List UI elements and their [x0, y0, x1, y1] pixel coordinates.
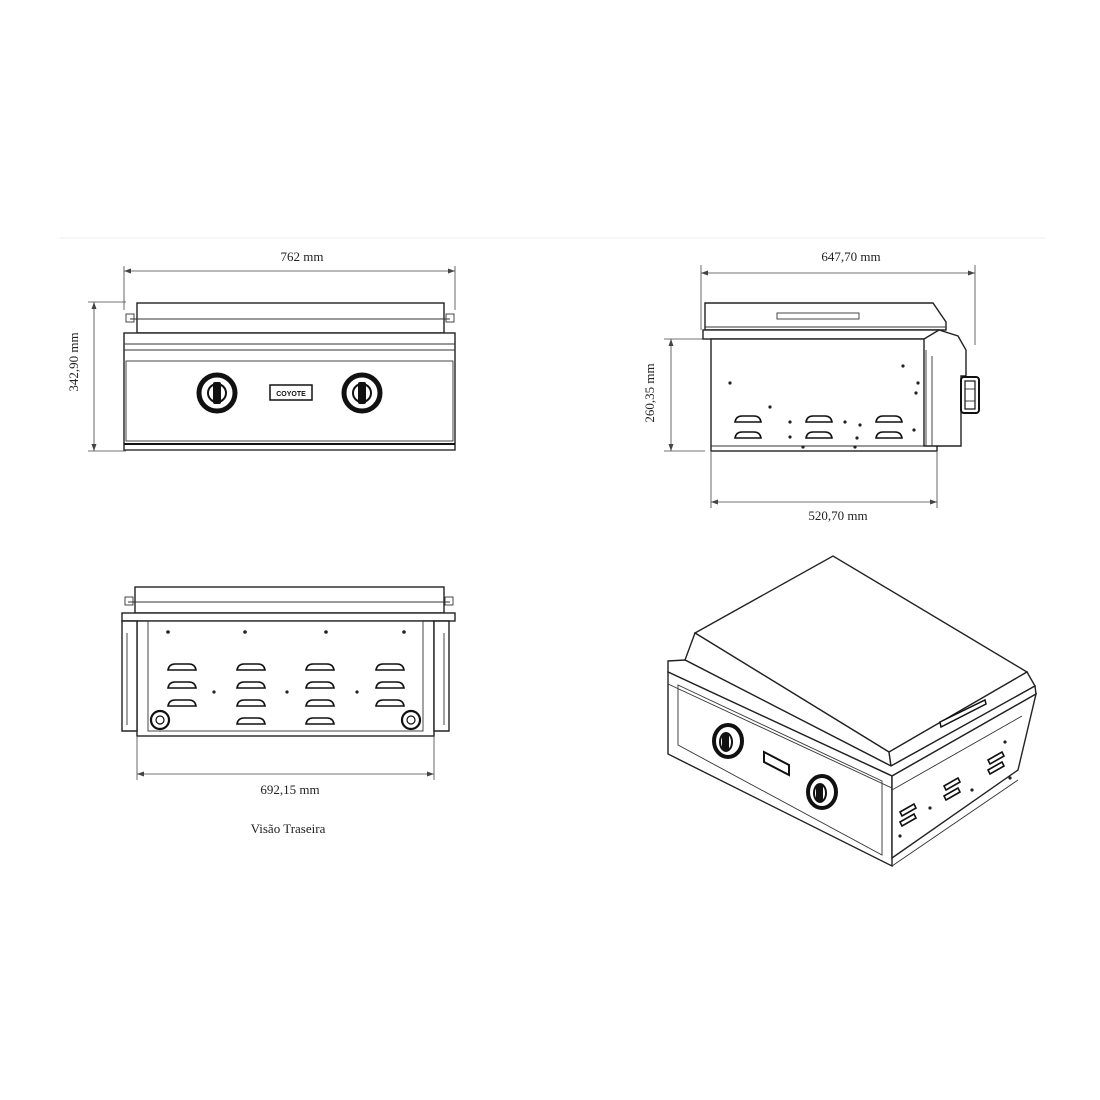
side-depth-top-label: 647,70 mm — [821, 249, 880, 264]
rear-left-connector — [149, 709, 171, 731]
side-rivets — [728, 364, 920, 449]
iso-right-knob — [806, 774, 838, 810]
rear-width-label: 692,15 mm — [260, 782, 319, 797]
side-vents — [734, 415, 903, 439]
front-height-dimension: 342,90 mm — [66, 301, 126, 452]
rear-view: 692,15 mm Visão Traseira — [121, 586, 456, 836]
side-view: 647,70 mm 260,35 mm 520,70 mm — [642, 249, 980, 523]
side-height-label: 260,35 mm — [642, 363, 657, 422]
front-width-dimension: 762 mm — [123, 249, 456, 310]
front-right-knob — [341, 372, 383, 414]
side-lid — [704, 302, 947, 331]
iso-left-knob — [712, 723, 744, 759]
side-depth-bottom-label: 520,70 mm — [808, 508, 867, 523]
front-lid — [136, 302, 445, 334]
iso-side-vents — [898, 740, 1012, 838]
isometric-view — [667, 555, 1038, 868]
front-brand-text: COYOTE — [276, 391, 306, 398]
front-width-label: 762 mm — [281, 249, 324, 264]
iso-brand-badge — [763, 750, 790, 777]
side-depth-top-dimension: 647,70 mm — [700, 249, 976, 345]
front-height-label: 342,90 mm — [66, 332, 81, 391]
rear-view-caption: Visão Traseira — [251, 821, 326, 836]
side-knob — [960, 376, 980, 414]
rear-body — [136, 620, 435, 737]
front-view: 762 mm 342,90 mm — [66, 249, 456, 452]
side-depth-bottom-dimension: 520,70 mm — [710, 452, 938, 523]
rear-right-connector — [400, 709, 422, 731]
side-height-dimension: 260,35 mm — [642, 338, 705, 452]
iso-side-panel — [891, 692, 1038, 860]
rear-width-dimension: 692,15 mm — [136, 736, 435, 797]
front-left-knob — [196, 372, 238, 414]
rear-vents — [167, 663, 405, 725]
rear-rivets — [166, 630, 406, 694]
rear-lid — [134, 586, 445, 614]
front-brand-badge: COYOTE — [269, 384, 313, 401]
